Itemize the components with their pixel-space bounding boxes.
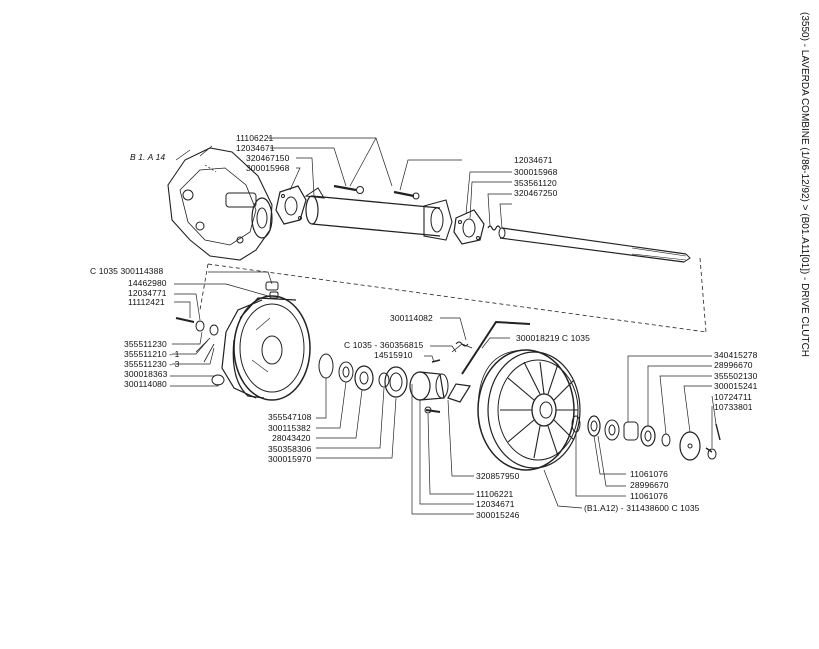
part-300018219[interactable]: 300018219 C 1035 [516,333,590,343]
clutch-drum [221,295,311,401]
bearing-stack-left [318,353,408,398]
part-355511230-3[interactable]: 355511230 - 3 [124,359,180,369]
part-300015970[interactable]: 300015970 [268,454,312,464]
part-11061076-a[interactable]: 11061076 [630,469,668,479]
part-353561120[interactable]: 353561120 [514,178,557,188]
part-355511230[interactable]: 355511230 [124,339,167,349]
gearbox-housing [167,145,273,261]
part-300015241[interactable]: 300015241 [714,381,758,391]
tube-housing [304,187,453,241]
part-300115382[interactable]: 300115382 [268,423,311,433]
part-320467150[interactable]: 320467150 [246,153,290,163]
ref-b1-a14: B 1. A 14 [130,152,166,162]
pulley-wheel [477,349,581,471]
part-320857950[interactable]: 320857950 [476,471,520,481]
leader-lines [170,137,717,515]
part-320467250[interactable]: 320467250 [514,188,558,198]
part-300114080[interactable]: 300114080 [124,379,167,389]
part-311438600[interactable]: (B1.A12) - 311438600 C 1035 [584,503,700,513]
part-300015246[interactable]: 300015246 [476,510,520,520]
part-11106221-top[interactable]: 11106221 [236,133,274,143]
part-10724711[interactable]: 10724711 [714,392,752,402]
part-14462980[interactable]: 14462980 [128,278,167,288]
hub [409,371,449,414]
part-355547108[interactable]: 355547108 [268,412,312,422]
part-350358306[interactable]: 350358306 [268,444,312,454]
part-12034671-top[interactable]: 12034671 [236,143,275,153]
spring [487,225,501,231]
part-300015968-left[interactable]: 300015968 [246,163,290,173]
flange-plate-left [275,185,307,225]
lever-arm [431,320,531,403]
part-300015968-right[interactable]: 300015968 [514,167,558,177]
part-300018363[interactable]: 300018363 [124,369,168,379]
part-11112421[interactable]: 11112421 [128,297,165,307]
part-300114082[interactable]: 300114082 [390,313,433,323]
part-12034671-bottom[interactable]: 12034671 [476,499,515,509]
part-28043420[interactable]: 28043420 [272,433,311,443]
top-bolts [333,184,420,200]
part-11061076-b[interactable]: 11061076 [630,491,668,501]
part-28996670-top[interactable]: 28996670 [714,360,753,370]
part-360356815[interactable]: C 1035 - 360356815 [344,340,424,350]
page-title: (3550) - LAVERDA COMBINE (1/86-12/92) > … [796,12,814,432]
drum-fittings [175,281,279,386]
part-340415278[interactable]: 340415278 [714,350,758,360]
part-14515910[interactable]: 14515910 [374,350,413,360]
page-title-text: (3550) - LAVERDA COMBINE (1/86-12/92) > … [799,12,810,358]
part-28996670-bottom[interactable]: 28996670 [630,480,669,490]
part-355511210[interactable]: 355511210 - 1 [124,349,180,359]
part-355502130[interactable]: 355502130 [714,371,758,381]
flange-plate-right [453,209,485,245]
part-11106221-bottom[interactable]: 11106221 [476,489,514,499]
part-300114388[interactable]: C 1035 300114388 [90,266,164,276]
drive-shaft [498,227,691,263]
part-12034771[interactable]: 12034771 [128,288,167,298]
part-10733801[interactable]: 10733801 [714,402,753,412]
part-12034671-right[interactable]: 12034671 [514,155,553,165]
